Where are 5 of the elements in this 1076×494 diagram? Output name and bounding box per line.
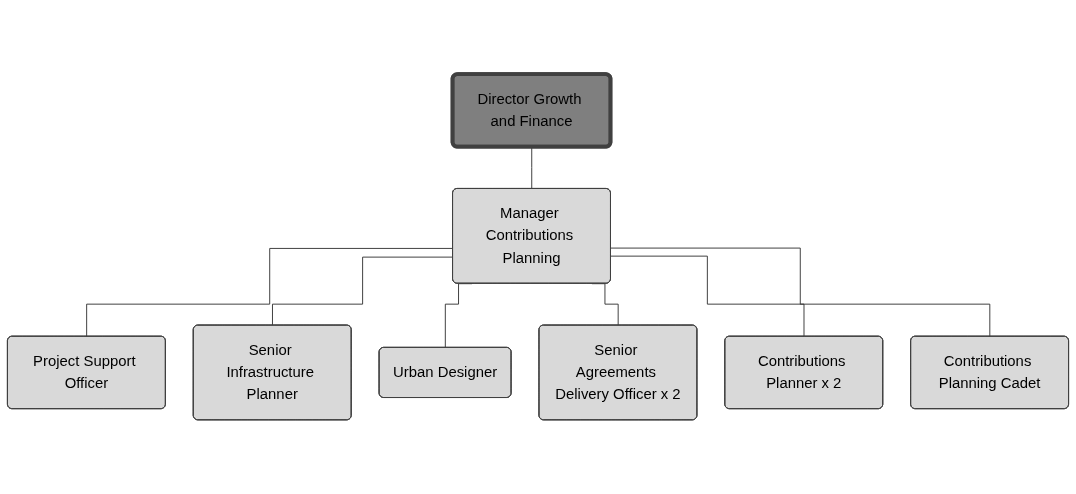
connector	[531, 146, 533, 190]
connector	[610, 255, 805, 338]
connector	[610, 247, 991, 338]
connector	[272, 256, 454, 326]
connector	[86, 247, 454, 338]
